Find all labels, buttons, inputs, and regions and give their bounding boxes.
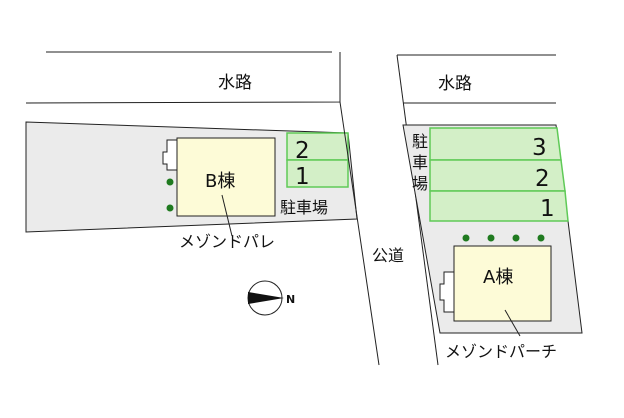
tree-dot: [166, 178, 174, 186]
road-edge-left: [339, 101, 380, 366]
left-building-name: メゾンドパレ: [179, 232, 275, 251]
left-road-boundary: [25, 52, 341, 104]
left-parking-space-2: [286, 132, 349, 161]
road-label: 公道: [372, 246, 404, 265]
right-building-entrance: [439, 271, 454, 313]
right-parking-number-3: 3: [532, 135, 547, 161]
right-lot-group: 水路 3 2 1 駐 車 場 A棟 メゾンドパーチ: [397, 54, 583, 361]
tree-dot: [166, 204, 174, 212]
right-building-label: A棟: [483, 267, 513, 288]
road-edge-right: [396, 54, 439, 366]
right-parking-label-char-2: 車: [412, 153, 428, 172]
right-building: [453, 245, 552, 322]
tree-dot: [462, 234, 470, 242]
right-parking-number-2: 2: [535, 166, 550, 192]
left-lot-group: 水路 2 1 駐車場 B棟 メゾンドパレ: [25, 51, 358, 251]
right-parking-label-char-3: 場: [412, 174, 428, 193]
right-parking-space-1: [429, 190, 569, 222]
left-parking-label: 駐車場: [280, 198, 328, 217]
tree-dot: [537, 234, 545, 242]
left-building-label: B棟: [205, 171, 235, 192]
right-parking-number-1: 1: [540, 196, 555, 222]
right-building-name: メゾンドパーチ: [445, 342, 557, 361]
left-building-entrance: [162, 139, 177, 171]
left-building: [176, 137, 276, 217]
left-waterway-label: 水路: [218, 73, 252, 93]
left-building-leader-line: [221, 194, 233, 237]
left-parking-number-1: 1: [295, 164, 310, 190]
left-parking-space-1: [286, 159, 349, 188]
north-label: N: [286, 293, 295, 306]
left-parking-number-2: 2: [295, 138, 310, 164]
right-waterway-label: 水路: [438, 74, 472, 94]
right-parking-label-char-1: 駐: [412, 132, 428, 151]
tree-dot: [487, 234, 495, 242]
right-building-leader-line: [504, 309, 521, 337]
north-arrow-icon: N: [247, 280, 295, 316]
tree-dot: [512, 234, 520, 242]
